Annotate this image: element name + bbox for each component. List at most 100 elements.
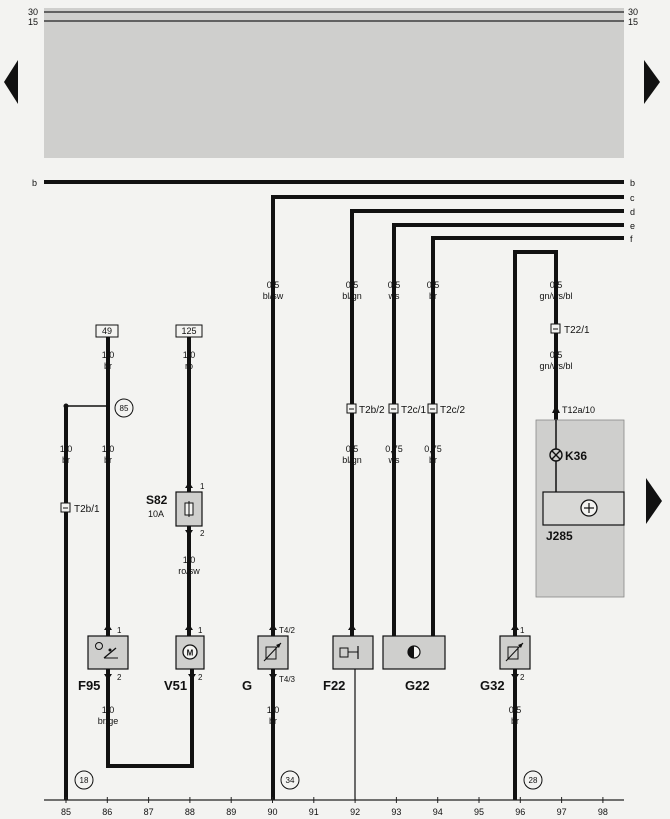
k36-lamp-icon bbox=[549, 448, 563, 462]
w86-mid-color: br bbox=[104, 455, 112, 465]
w97-top-color: gn/ws/bl bbox=[539, 291, 572, 301]
f95-label: F95 bbox=[78, 678, 100, 693]
track-number: 98 bbox=[598, 807, 608, 817]
w93-mid-size: 0,75 bbox=[385, 444, 403, 454]
w86-bot-size: 1,0 bbox=[102, 705, 115, 715]
connector-t2c-2-label: T2c/2 bbox=[440, 405, 465, 416]
s82-rating: 10A bbox=[148, 509, 164, 519]
track-number: 97 bbox=[557, 807, 567, 817]
g32-label: G32 bbox=[480, 678, 505, 693]
w97-mid-color: gn/ws/bl bbox=[539, 361, 572, 371]
w90-top-size: 0,5 bbox=[267, 280, 280, 290]
oil-pressure-switch-icon bbox=[339, 646, 359, 659]
track-number: 92 bbox=[350, 807, 360, 817]
w86-bot-color: br/ge bbox=[98, 716, 119, 726]
top-rail-panel bbox=[44, 8, 624, 158]
v51-pin-1: 1 bbox=[198, 626, 203, 635]
w93-top-size: 0,5 bbox=[388, 280, 401, 290]
connector-t22-1 bbox=[550, 323, 561, 334]
connector-t2c-1-label: T2c/1 bbox=[401, 405, 426, 416]
connector-t2c-2 bbox=[427, 403, 438, 414]
w94-mid-color: br bbox=[429, 455, 437, 465]
w88-top-color: ro bbox=[185, 361, 193, 371]
bus-c-wire bbox=[271, 195, 624, 800]
w88-mid-color: ro/sw bbox=[178, 566, 200, 576]
ground-point-18 bbox=[74, 770, 94, 790]
track-number: 93 bbox=[391, 807, 401, 817]
s82-pin-2: 2 bbox=[200, 529, 205, 538]
bus-b-label-right: b bbox=[630, 178, 635, 188]
ground-point-18-label: 18 bbox=[80, 776, 89, 785]
rail-15-label-right: 15 bbox=[628, 17, 638, 27]
prev-page-arrow-icon[interactable] bbox=[4, 60, 18, 104]
t12a-10-arrow-icon bbox=[552, 405, 560, 413]
w93-top-color: ws bbox=[388, 291, 400, 301]
track-number: 85 bbox=[61, 807, 71, 817]
w94-top-size: 0,5 bbox=[427, 280, 440, 290]
f95-switch-box bbox=[87, 635, 129, 670]
w90-bot-size: 1,0 bbox=[267, 705, 280, 715]
speed-sender-icon bbox=[407, 645, 421, 659]
fuse-icon bbox=[184, 501, 194, 517]
w86-top-size: 1,0 bbox=[102, 350, 115, 360]
track-number: 91 bbox=[309, 807, 319, 817]
w96-bot-size: 0,5 bbox=[509, 705, 522, 715]
brake-switch-icon bbox=[95, 642, 118, 659]
v51-pin-2: 2 bbox=[198, 673, 203, 682]
connector-t12a-10-label: T12a/10 bbox=[562, 405, 595, 415]
k36-label: K36 bbox=[565, 449, 587, 463]
connector-t2b-2 bbox=[346, 403, 357, 414]
rail-30-label-left: 30 bbox=[28, 7, 38, 17]
bus-f-label: f bbox=[630, 234, 633, 244]
w94-top-color: br bbox=[429, 291, 437, 301]
track-number: 88 bbox=[185, 807, 195, 817]
w93-mid-color: ws bbox=[388, 455, 400, 465]
w92-top-color: bl/gn bbox=[342, 291, 362, 301]
track-number: 86 bbox=[102, 807, 112, 817]
motor-icon: M bbox=[182, 644, 198, 660]
track-number: 87 bbox=[144, 807, 154, 817]
rail-30-label-right: 30 bbox=[628, 7, 638, 17]
w97-mid-size: 0,5 bbox=[550, 350, 563, 360]
wire-96-97-loop bbox=[513, 250, 558, 800]
bus-d-label: d bbox=[630, 207, 635, 217]
next-page-arrow-icon[interactable] bbox=[644, 60, 660, 104]
j285-control-icon bbox=[580, 499, 598, 517]
ground-point-85-label: 85 bbox=[120, 404, 129, 413]
w85-color: br bbox=[62, 455, 70, 465]
bus-d-wire bbox=[350, 209, 624, 636]
track-number: 95 bbox=[474, 807, 484, 817]
ground-point-85 bbox=[114, 398, 134, 418]
w97-top-size: 0,5 bbox=[550, 280, 563, 290]
j285-label: J285 bbox=[546, 529, 573, 543]
fuse-s82 bbox=[175, 491, 203, 527]
bus-b-label-left: b bbox=[32, 178, 37, 188]
v51-label: V51 bbox=[164, 678, 187, 693]
ground-point-34-label: 34 bbox=[286, 776, 295, 785]
ground-point-28-label: 28 bbox=[529, 776, 538, 785]
connector-t4-2-label: T4/2 bbox=[279, 626, 296, 635]
w85-size: 1,0 bbox=[60, 444, 73, 454]
w96-bot-color: br bbox=[511, 716, 519, 726]
bus-e-label: e bbox=[630, 221, 635, 231]
bus-c-label: c bbox=[630, 193, 635, 203]
track-number: 89 bbox=[226, 807, 236, 817]
track-number: 90 bbox=[267, 807, 277, 817]
sender-icon bbox=[263, 642, 282, 662]
g-sender-box bbox=[257, 635, 289, 670]
sender-icon bbox=[505, 642, 524, 662]
continue-arrow-icon[interactable] bbox=[646, 478, 662, 524]
f95-pin-1: 1 bbox=[117, 626, 122, 635]
g32-pin-1: 1 bbox=[520, 626, 525, 635]
bus-e-wire bbox=[392, 223, 624, 636]
wire-86-88-loop bbox=[106, 669, 194, 768]
s82-pin-1: 1 bbox=[200, 482, 205, 491]
bus-f-wire bbox=[431, 236, 624, 636]
w92-top-size: 0,5 bbox=[346, 280, 359, 290]
s82-label: S82 bbox=[146, 493, 168, 507]
svg-text:M: M bbox=[187, 649, 194, 658]
ground-point-34 bbox=[280, 770, 300, 790]
terminal-49-label: 49 bbox=[102, 326, 112, 336]
